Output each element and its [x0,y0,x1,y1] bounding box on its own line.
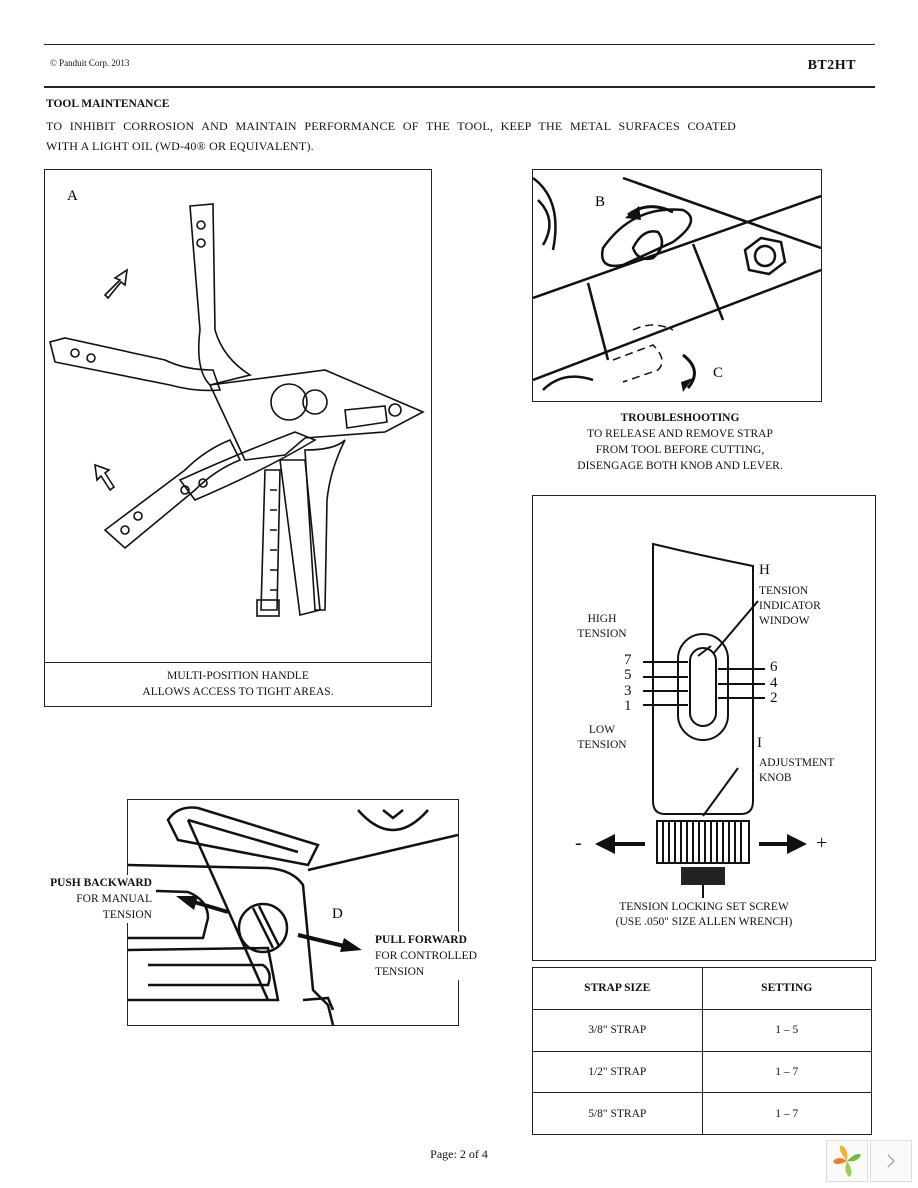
setting-cell: 1 – 5 [701,1008,872,1052]
top-rule [44,44,875,45]
maintenance-line-1: TO INHIBIT CORROSION AND MAINTAIN PERFOR… [46,119,736,133]
push-backward-line-2: TENSION [102,909,152,921]
tension-indicator-line-2: INDICATOR [759,600,821,612]
low-tension-line-1: LOW [588,724,616,736]
high-tension-line-2: TENSION [577,628,627,640]
strap-size-header: STRAP SIZE [532,967,703,1010]
maintenance-line-2: WITH A LIGHT OIL (WD-40® OR EQUIVALENT). [46,139,314,153]
pinwheel-icon [833,1145,861,1177]
troubleshooting-line-2: FROM TOOL BEFORE CUTTING, [595,444,765,456]
setting-cell: 1 – 7 [701,1050,872,1094]
decrease-sign: - [575,832,582,854]
adjustment-knob-label: ADJUSTMENT KNOB [759,756,834,786]
troubleshooting-line-1: TO RELEASE AND REMOVE STRAP [587,428,773,440]
table-header-row: STRAP SIZE SETTING [532,967,872,1010]
figure-a-label: A [67,188,78,204]
push-backward-label: PUSH BACKWARD FOR MANUAL TENSION [30,875,156,923]
adjustment-knob-line-2: KNOB [759,772,792,784]
figure-a-caption: MULTI-POSITION HANDLE ALLOWS ACCESS TO T… [45,662,431,706]
page-number: Page: 2 of 4 [430,1147,488,1161]
push-backward-title: PUSH BACKWARD [50,877,152,889]
push-backward-line-1: FOR MANUAL [76,893,152,905]
troubleshooting-illustration: B C [533,176,821,392]
header-rule [44,86,875,88]
scale-number-4: 4 [770,675,778,691]
pull-forward-title: PULL FORWARD [375,934,467,946]
setting-header: SETTING [701,967,872,1010]
pull-forward-line-1: FOR CONTROLLED [375,950,477,962]
figure-a-caption-line-2: ALLOWS ACCESS TO TIGHT AREAS. [142,686,334,698]
next-page-button[interactable] [870,1140,912,1182]
table-row: 3/8" STRAP 1 – 5 [532,1008,872,1052]
high-tension-label: HIGH TENSION [569,612,635,642]
troubleshooting-line-3: DISENGAGE BOTH KNOB AND LEVER. [577,460,783,472]
strap-size-cell: 3/8" STRAP [532,1008,703,1052]
set-screw-line-1: TENSION LOCKING SET SCREW [619,901,789,913]
maintenance-heading: TOOL MAINTENANCE [46,98,170,110]
maintenance-text: TO INHIBIT CORROSION AND MAINTAIN PERFOR… [46,116,736,156]
tension-indicator-line-3: WINDOW [759,615,810,627]
figure-d-label: D [332,906,343,922]
figure-h-label: H [759,562,770,578]
scale-number-6: 6 [770,659,778,675]
tension-lever-illustration: D [128,806,458,1025]
table-row: 1/2" STRAP 1 – 7 [532,1050,872,1094]
troubleshooting-title: TROUBLESHOOTING [620,412,740,424]
tension-indicator-line-1: TENSION [759,585,809,597]
scale-number-7: 7 [624,652,632,668]
viewer-logo-button[interactable] [826,1140,868,1182]
strap-size-cell: 1/2" STRAP [532,1050,703,1094]
low-tension-line-2: TENSION [577,739,627,751]
scale-number-1: 1 [624,698,632,714]
high-tension-line-1: HIGH [587,613,617,625]
pull-forward-line-2: TENSION [375,966,425,978]
copyright-text: © Panduit Corp. 2013 [50,58,130,68]
figure-hi-panel: H TENSION INDICATOR WINDOW HIGH TENSION … [532,495,876,961]
figure-a-panel: A [44,169,432,707]
figure-bc-panel: B C [532,169,822,402]
scale-number-3: 3 [624,683,632,699]
document-id: BT2HT [807,58,856,73]
set-screw-line-2: (USE .050" SIZE ALLEN WRENCH) [615,916,793,928]
low-tension-label: LOW TENSION [569,723,635,753]
adjustment-knob-line-1: ADJUSTMENT [759,757,835,769]
figure-i-label: I [757,735,762,751]
figure-b-label: B [595,194,605,210]
figure-a-caption-line-1: MULTI-POSITION HANDLE [167,670,309,682]
figure-d-panel: D [127,799,459,1026]
pull-forward-label: PULL FORWARD FOR CONTROLLED TENSION [371,932,485,980]
strap-size-cell: 5/8" STRAP [532,1092,703,1135]
figure-c-label: C [713,365,723,381]
increase-sign: + [816,832,828,854]
chevron-right-icon [887,1154,896,1168]
troubleshooting-caption: TROUBLESHOOTING TO RELEASE AND REMOVE ST… [535,410,825,474]
setting-cell: 1 – 7 [701,1092,872,1135]
multi-position-handle-illustration: A [49,188,425,617]
tension-indicator-label: TENSION INDICATOR WINDOW [759,584,821,629]
scale-number-5: 5 [624,667,632,683]
strap-settings-table: STRAP SIZE SETTING 3/8" STRAP 1 – 5 1/2"… [532,967,872,1135]
tension-adjustment-illustration [595,542,807,898]
table-row: 5/8" STRAP 1 – 7 [532,1092,872,1135]
scale-number-2: 2 [770,690,778,706]
set-screw-label: TENSION LOCKING SET SCREW (USE .050" SIZ… [533,900,875,930]
